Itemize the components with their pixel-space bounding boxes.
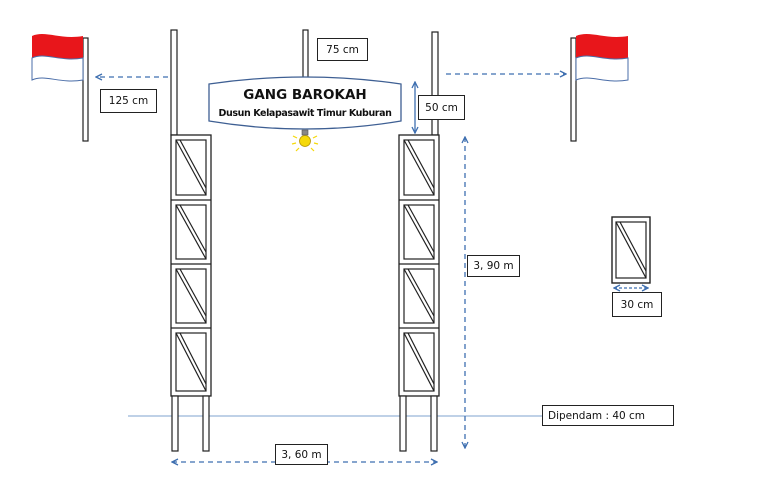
column-detail [611,216,651,284]
right-column [398,134,440,452]
sign-banner [208,76,402,130]
center-top-pole [302,29,309,81]
width-label: 3, 60 m [275,444,328,465]
sign-subtitle: Dusun Kelapasawit Timur Kuburan [218,108,392,119]
left-flag-icon [31,34,89,142]
light-bulb-icon [291,129,319,152]
left-top-pole [170,29,178,136]
height-label: 3, 90 m [467,255,520,277]
flag-offset-label: 125 cm [100,89,157,113]
top-pole-label: 75 cm [317,38,368,61]
right-flag-icon [570,34,629,142]
buried-depth-label: Dipendam : 40 cm [542,405,674,426]
sign-title: GANG BAROKAH [243,87,367,103]
detail-width-label: 30 cm [612,292,662,317]
left-column [170,134,212,452]
banner-height-label: 50 cm [418,95,465,120]
